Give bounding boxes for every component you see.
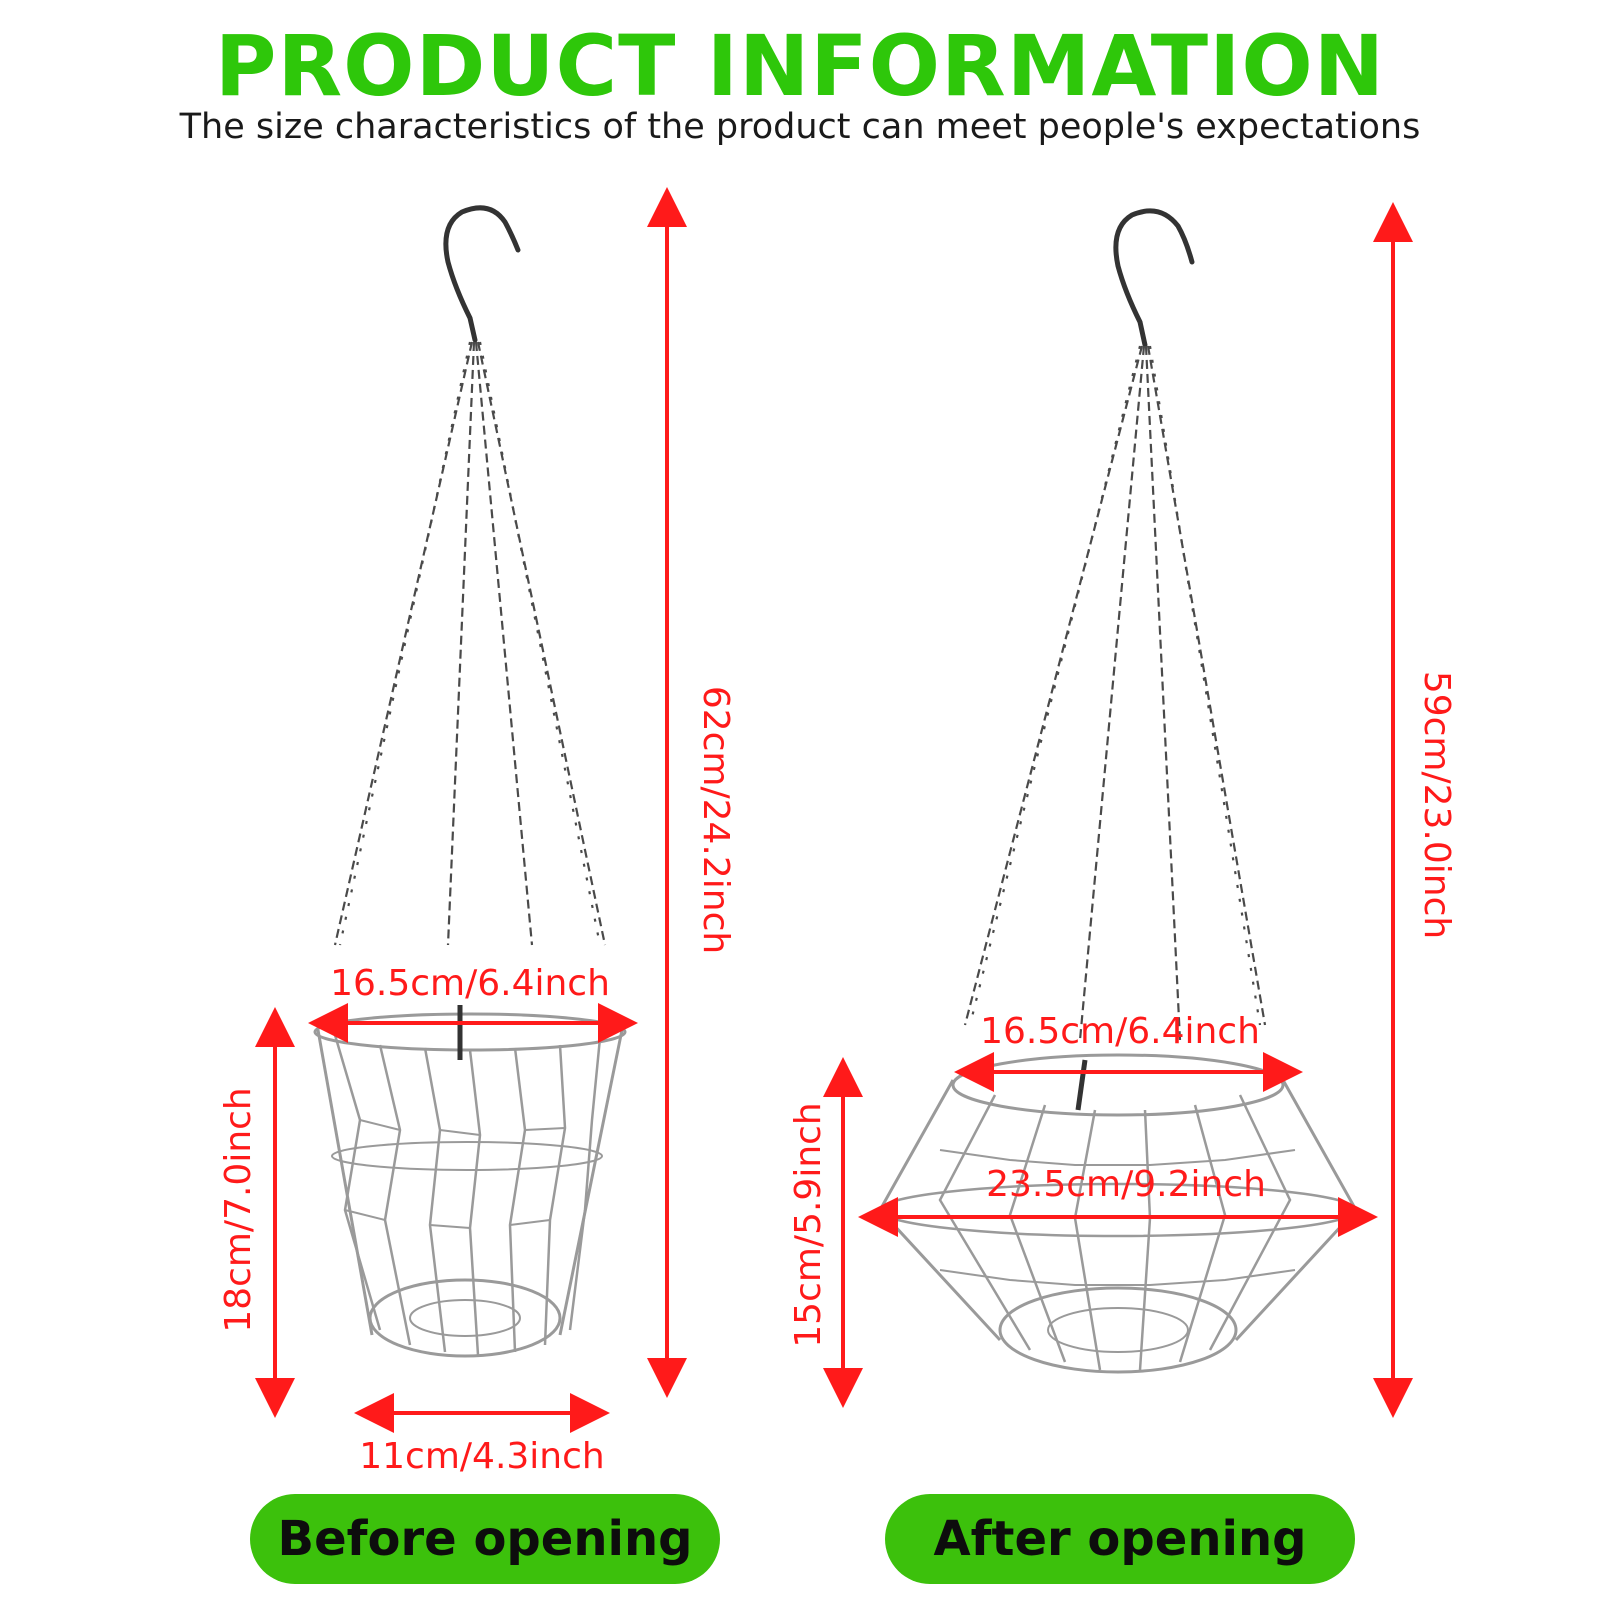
hook-icon: [443, 205, 521, 343]
after-height-label: 15cm/5.9inch: [788, 1102, 829, 1347]
before-top-diameter-label: 16.5cm/6.4inch: [330, 963, 610, 1004]
dimension-arrows: [255, 187, 1413, 1433]
before-opening-badge: Before opening: [250, 1494, 720, 1584]
chains-after: [963, 345, 1267, 1041]
page-title: PRODUCT INFORMATION: [214, 17, 1386, 115]
before-bottom-diameter-label: 11cm/4.3inch: [359, 1436, 604, 1477]
after-total-height-label: 59cm/23.0inch: [1416, 671, 1457, 939]
after-opening-badge: After opening: [885, 1494, 1355, 1584]
chains-before: [333, 341, 607, 946]
wire-basket-before: [313, 1012, 627, 1358]
wire-basket-after: [878, 1053, 1358, 1374]
after-middle-diameter-label: 23.5cm/9.2inch: [986, 1164, 1266, 1205]
before-height-label: 18cm/7.0inch: [218, 1087, 259, 1332]
after-top-diameter-label: 16.5cm/6.4inch: [980, 1011, 1260, 1052]
basket-before: [313, 205, 627, 1358]
hook-icon: [1113, 208, 1195, 348]
before-total-height-label: 62cm/24.2inch: [695, 686, 736, 954]
page-subtitle: The size characteristics of the product …: [179, 107, 1421, 147]
